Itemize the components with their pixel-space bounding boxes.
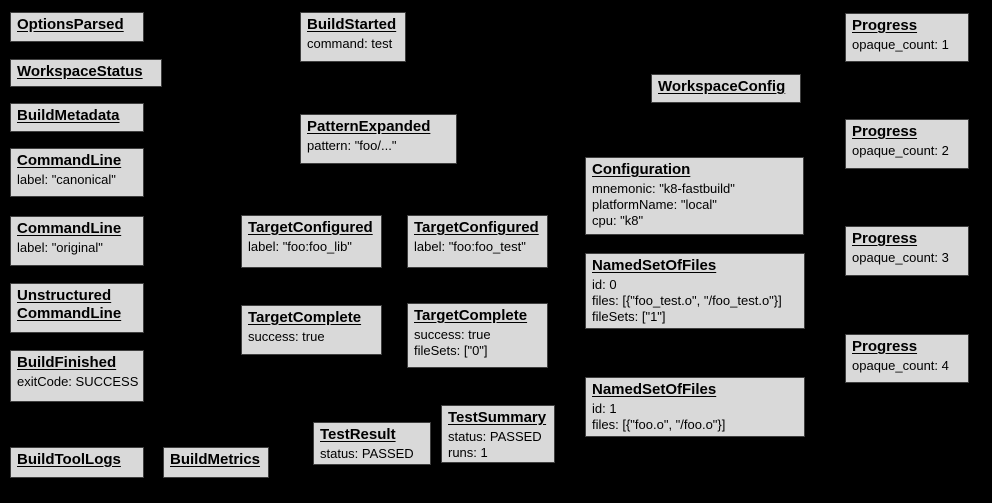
event-node-details: command: test (307, 36, 399, 52)
node-commandline-4: CommandLine label: "original" (10, 216, 144, 266)
event-node-title: TestResult (320, 426, 396, 443)
node-buildmetadata-2: BuildMetadata (10, 103, 144, 132)
event-node-detail-line: label: "foo:foo_lib" (248, 239, 352, 254)
event-node-detail-line: id: 1 (592, 401, 617, 416)
event-node-detail-line: exitCode: SUCCESS (17, 374, 139, 389)
event-node-detail-line: files: [{"foo.o", "/foo.o"}] (592, 417, 726, 432)
event-node-detail-line: mnemonic: "k8-fastbuild" (592, 181, 735, 196)
node-buildstarted-9: BuildStarted command: test (300, 12, 406, 62)
event-node-detail-line: fileSets: ["1"] (592, 309, 666, 324)
event-node-title: TestSummary (448, 409, 547, 426)
event-node-detail-line: label: "foo:foo_test" (414, 239, 526, 254)
event-node-details: label: "foo:foo_lib" (248, 239, 375, 255)
event-node-details: exitCode: SUCCESS (17, 374, 139, 390)
node-targetconfigured-11: TargetConfigured label: "foo:foo_lib" (241, 215, 382, 268)
event-node-detail-line: label: "canonical" (17, 172, 116, 187)
event-node-title: TargetConfigured (414, 219, 539, 236)
event-node-title: WorkspaceStatus (17, 63, 143, 80)
event-node-details: label: "canonical" (17, 172, 137, 188)
event-node-title: CommandLine (17, 152, 122, 169)
node-configuration-18: Configuration mnemonic: "k8-fastbuild"pl… (585, 157, 804, 235)
node-buildfinished-6: BuildFinished exitCode: SUCCESS (10, 350, 144, 402)
event-node-details: label: "foo:foo_test" (414, 239, 541, 255)
event-node-title: TargetComplete (414, 307, 528, 324)
event-node-title: Configuration (592, 161, 691, 178)
event-node-detail-line: success: true (248, 329, 325, 344)
event-node-details: opaque_count: 3 (852, 250, 962, 266)
event-node-title: NamedSetOfFiles (592, 381, 717, 398)
event-node-detail-line: label: "original" (17, 240, 103, 255)
event-node-title: BuildFinished (17, 354, 117, 371)
event-node-detail-line: files: [{"foo_test.o", "/foo_test.o"}] (592, 293, 782, 308)
node-buildmetrics-8: BuildMetrics (163, 447, 269, 478)
node-patternexpanded-10: PatternExpanded pattern: "foo/..." (300, 114, 457, 164)
event-node-title: TargetComplete (248, 309, 362, 326)
event-node-detail-line: success: true (414, 327, 491, 342)
event-node-details: opaque_count: 2 (852, 143, 962, 159)
event-node-details: pattern: "foo/..." (307, 138, 450, 154)
event-node-title: WorkspaceConfig (658, 78, 786, 95)
event-node-title: Progress (852, 338, 918, 355)
node-commandline-3: CommandLine label: "canonical" (10, 148, 144, 197)
event-node-detail-line: opaque_count: 2 (852, 143, 949, 158)
event-node-detail-line: command: test (307, 36, 393, 51)
event-node-details: opaque_count: 1 (852, 37, 962, 53)
event-node-title: Progress (852, 123, 918, 140)
node-testresult-15: TestResult status: PASSED (313, 422, 431, 465)
node-unstructured-commandline-5: Unstructured CommandLine (10, 283, 144, 333)
event-node-title: OptionsParsed (17, 16, 124, 33)
event-node-detail-line: status: PASSED (448, 429, 542, 444)
node-progress-21: Progress opaque_count: 1 (845, 13, 969, 62)
event-node-detail-line: runs: 1 (448, 445, 488, 460)
node-workspaceconfig-17: WorkspaceConfig (651, 74, 801, 103)
node-buildtoollogs-7: BuildToolLogs (10, 447, 144, 478)
node-workspacestatus-1: WorkspaceStatus (10, 59, 162, 87)
node-optionsparsed-0: OptionsParsed (10, 12, 144, 42)
event-node-title: CommandLine (17, 220, 122, 237)
event-node-detail-line: id: 0 (592, 277, 617, 292)
event-node-title: BuildMetadata (17, 107, 120, 124)
node-progress-23: Progress opaque_count: 3 (845, 226, 969, 276)
event-node-detail-line: platformName: "local" (592, 197, 717, 212)
event-node-detail-line: cpu: "k8" (592, 213, 644, 228)
event-node-title: TargetConfigured (248, 219, 373, 236)
event-node-detail-line: fileSets: ["0"] (414, 343, 488, 358)
event-node-details: success: true (248, 329, 375, 345)
event-node-title: Unstructured CommandLine (17, 287, 122, 322)
node-targetcomplete-13: TargetComplete success: true (241, 305, 382, 355)
event-node-title: BuildStarted (307, 16, 397, 33)
event-node-title: PatternExpanded (307, 118, 431, 135)
event-node-detail-line: pattern: "foo/..." (307, 138, 397, 153)
event-node-detail-line: status: PASSED (320, 446, 414, 461)
event-node-detail-line: opaque_count: 4 (852, 358, 949, 373)
event-node-title: BuildMetrics (170, 451, 261, 468)
node-progress-22: Progress opaque_count: 2 (845, 119, 969, 169)
event-node-title: Progress (852, 230, 918, 247)
event-node-details: status: PASSED (320, 446, 424, 462)
node-targetconfigured-12: TargetConfigured label: "foo:foo_test" (407, 215, 548, 268)
node-progress-24: Progress opaque_count: 4 (845, 334, 969, 383)
event-node-details: label: "original" (17, 240, 137, 256)
event-node-details: mnemonic: "k8-fastbuild"platformName: "l… (592, 181, 797, 229)
event-node-detail-line: opaque_count: 3 (852, 250, 949, 265)
event-node-title: NamedSetOfFiles (592, 257, 717, 274)
event-node-details: opaque_count: 4 (852, 358, 962, 374)
event-node-title: Progress (852, 17, 918, 34)
event-node-title: BuildToolLogs (17, 451, 121, 468)
event-node-detail-line: opaque_count: 1 (852, 37, 949, 52)
